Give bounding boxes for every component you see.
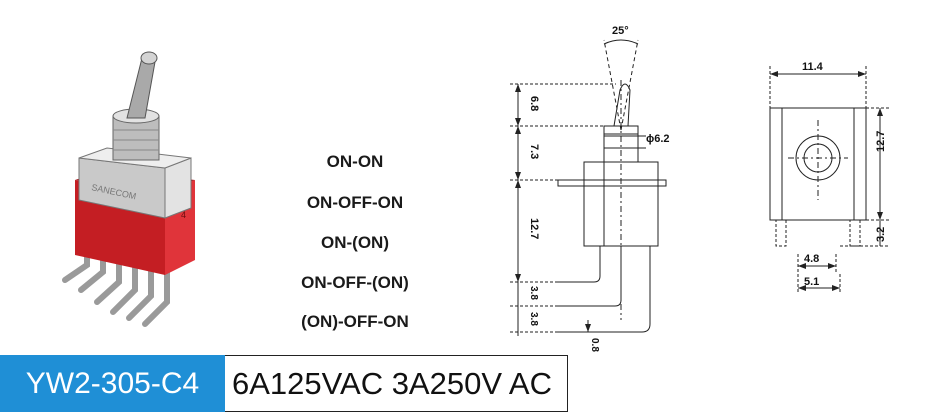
product-photo: 4 SANECOM: [62, 51, 195, 327]
switch-handle: [126, 51, 158, 119]
electrical-rating: 6A125VAC 3A250V AC: [232, 366, 552, 401]
dim-pin-span-outer: 5.1: [804, 276, 819, 288]
dim-handle-height: 6.8: [528, 96, 540, 111]
svg-text:4: 4: [181, 210, 186, 220]
mode-label: ON-OFF-(ON): [301, 273, 409, 292]
angle-label: 25°: [612, 25, 629, 37]
dim-pin-span-inner: 4.8: [804, 253, 819, 265]
mode-label: ON-OFF-ON: [306, 193, 404, 212]
mode-label: ON-ON: [326, 152, 384, 171]
mode-label: ON-(ON): [321, 233, 389, 252]
dim-pin-pitch-2: 3.8: [528, 312, 539, 326]
model-number: YW2-305-C4: [25, 367, 200, 400]
dim-pin-length: 3.2: [875, 227, 887, 242]
dim-body-height: 12.7: [528, 218, 540, 239]
dim-pin-thickness: 0.8: [589, 338, 600, 352]
diameter-label: ϕ6.2: [646, 133, 670, 145]
model-label-box: [0, 355, 225, 412]
dim-pin-pitch-1: 3.8: [528, 286, 539, 300]
end-view-drawing: 11.4 12.7 3.2 4.8 5.1: [769, 61, 890, 294]
switch-frame: SANECOM: [78, 147, 192, 219]
mode-label: (ON)-OFF-ON: [301, 312, 409, 331]
dim-width: 11.4: [802, 61, 824, 73]
side-view-drawing: 25° ϕ6.2 6.8 7.3 12.7 3.8 3.8 0.8: [510, 25, 670, 352]
dim-bushing-height: 7.3: [528, 144, 540, 159]
dim-height: 12.7: [875, 131, 887, 152]
